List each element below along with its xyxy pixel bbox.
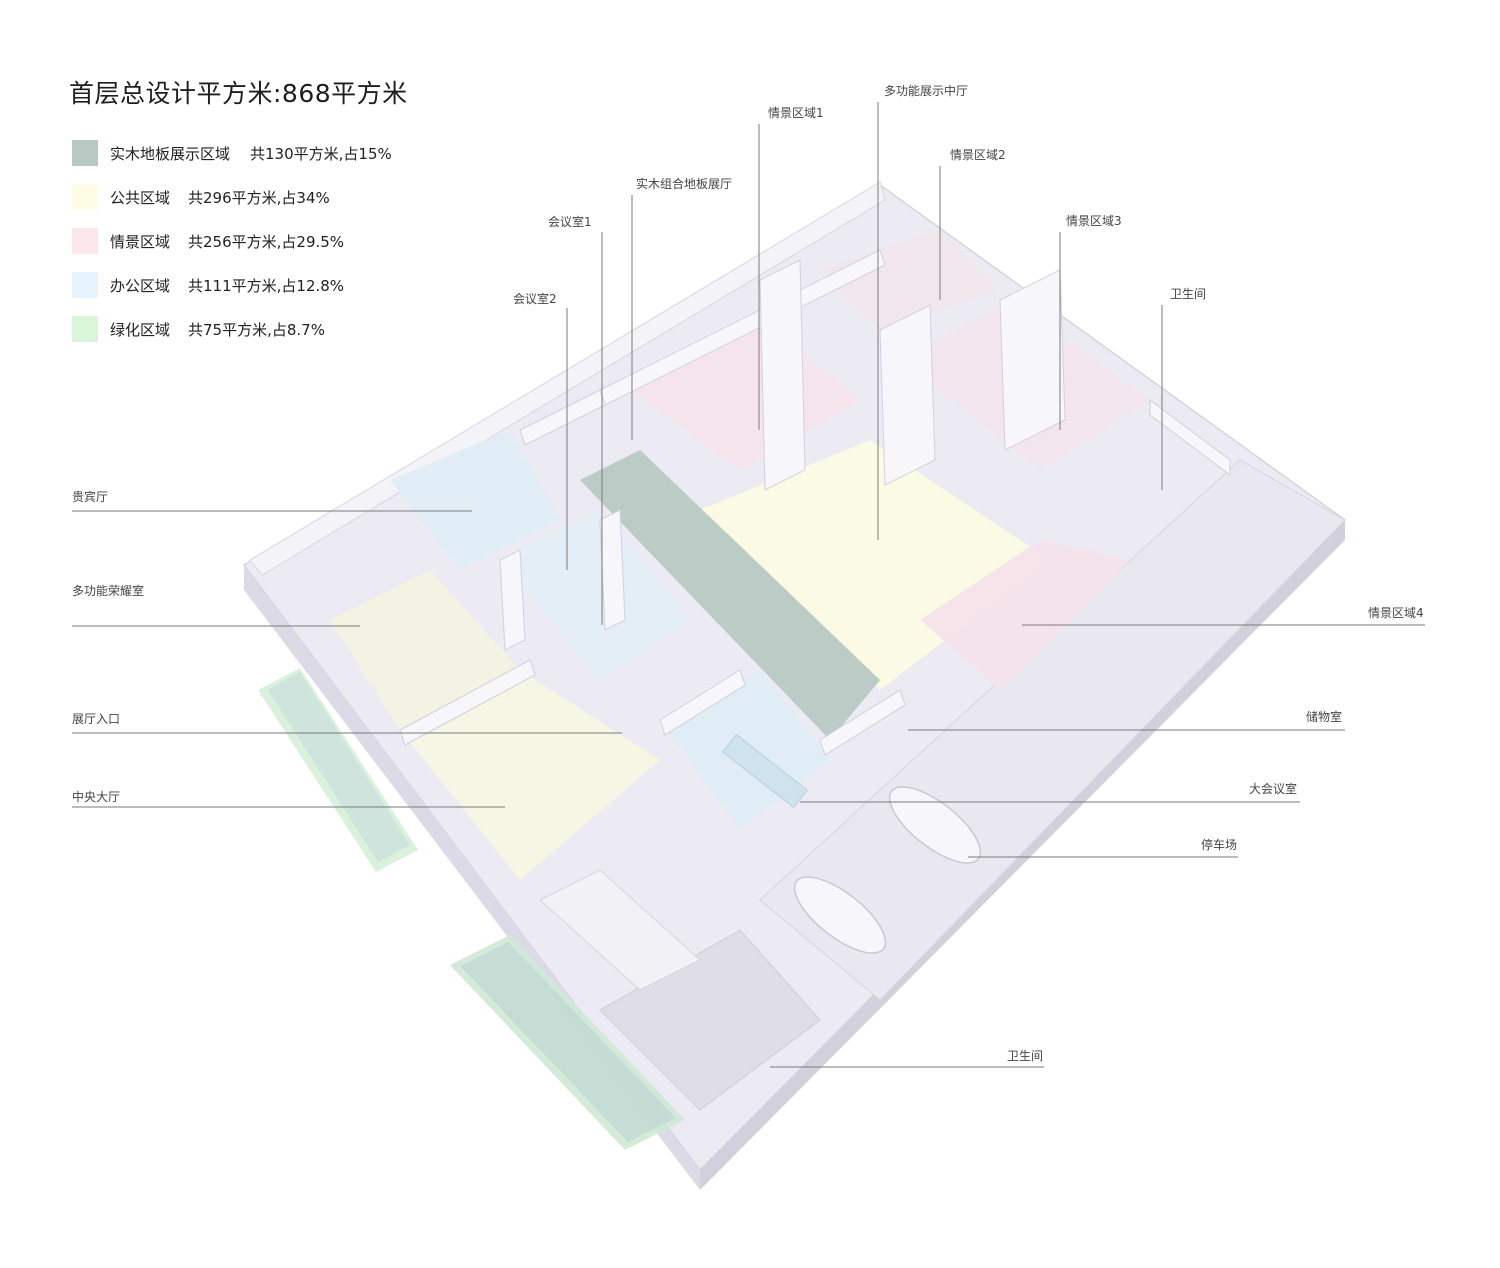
legend-swatch	[72, 184, 98, 210]
label-scene-2: 情景区域2	[950, 148, 1006, 162]
conference-table	[722, 733, 808, 809]
legend-name: 实木地板展示区域	[110, 145, 231, 163]
legend-stat: 共75平方米,占8.7%	[188, 321, 325, 339]
leader-lines	[72, 102, 1425, 1068]
label-parking: 停车场	[1201, 838, 1238, 852]
label-honor: 多功能荣耀室	[72, 584, 145, 598]
label-entrance: 展厅入口	[72, 712, 121, 726]
staircase	[539, 869, 701, 991]
label-meeting-1: 会议室1	[548, 215, 592, 229]
parked-cars	[793, 786, 982, 954]
label-meeting-2: 会议室2	[513, 292, 557, 306]
label-restroom-top: 卫生间	[1170, 287, 1207, 301]
scene-zone-2	[820, 230, 1000, 330]
legend-stat: 共256平方米,占29.5%	[188, 233, 345, 251]
legend-stat: 共130平方米,占15%	[250, 145, 392, 163]
legend-swatch	[72, 272, 98, 298]
label-vip: 贵宾厅	[72, 490, 109, 504]
legend-swatch	[72, 228, 98, 254]
legend-name: 公共区域	[110, 189, 171, 207]
legend-swatch	[72, 140, 98, 166]
label-scene-1: 情景区域1	[768, 106, 824, 120]
legend-name: 绿化区域	[110, 321, 171, 339]
public-zone-lobby	[400, 670, 660, 880]
solid-wood-zone	[580, 450, 880, 740]
public-zone-entry	[330, 570, 520, 730]
legend-swatch	[72, 316, 98, 342]
label-lobby: 中央大厅	[72, 790, 121, 804]
scene-zone-4	[920, 540, 1130, 690]
legend-stat: 共296平方米,占34%	[188, 189, 330, 207]
label-scene-4: 情景区域4	[1368, 606, 1424, 620]
label-storage: 储物室	[1306, 710, 1343, 724]
label-restroom-bottom: 卫生间	[1007, 1049, 1044, 1063]
public-zone-center	[700, 440, 1050, 690]
legend-name: 办公区域	[110, 277, 171, 295]
label-multi-hall: 多功能展示中厅	[884, 84, 969, 98]
label-big-meeting: 大会议室	[1249, 782, 1298, 796]
page-title: 首层总设计平方米:868平方米	[69, 79, 408, 108]
partition-walls	[399, 249, 1231, 756]
legend-stat: 共111平方米,占12.8%	[188, 277, 345, 295]
legend-name: 情景区域	[110, 233, 171, 251]
water-pool-2	[460, 942, 676, 1142]
label-solid-wood-hall: 实木组合地板展厅	[636, 177, 733, 191]
office-zone-vip	[390, 430, 560, 570]
water-pool-1	[268, 672, 410, 862]
label-scene-3: 情景区域3	[1066, 214, 1122, 228]
building-right-face	[700, 520, 1345, 1190]
office-zone-meetings	[500, 510, 690, 680]
